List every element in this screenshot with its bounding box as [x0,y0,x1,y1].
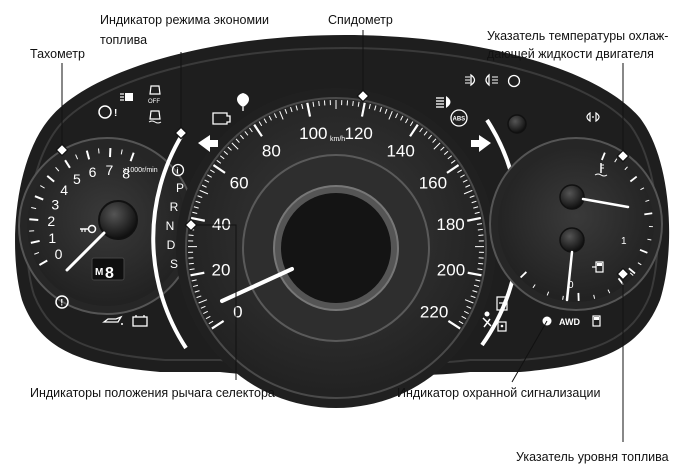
speedometer-tick-label: 120 [345,124,373,143]
speedometer-unit-label: km/h [330,136,345,143]
temp-fuel-dial: 1 0 [490,138,662,310]
fuel-gauge-hub [560,228,584,252]
gear-selector-letter: N [166,219,175,233]
tachometer-tick [29,219,38,220]
parking-brake-light-icon [120,93,133,101]
svg-text:i: i [176,166,178,175]
speedometer-tick-label: 100 [299,124,327,143]
gear-display-prefix: M [95,267,103,278]
gear-display-digit: 8 [105,265,114,282]
speedometer-tick-label: 220 [420,303,448,322]
tachometer-tick [99,148,100,153]
fuel-level-callout: Указатель уровня топлива [516,450,669,465]
speedometer-tick [478,263,483,264]
temp-fuel-tick [563,296,564,300]
indicator-knob [508,115,526,133]
gear-selector-letter: P [176,181,184,195]
gear-position-callout: Индикаторы положения рычага селектора [30,386,275,401]
tachometer-tick-label: 6 [89,164,97,180]
vsa-off-label: OFF [148,99,160,105]
speedometer-tick [319,101,320,106]
svg-text:ABS: ABS [453,117,466,123]
coolant-temp-callout-line2: дающей жидкости двигателя [487,47,654,62]
gear-selector-letter: D [167,238,176,252]
tachometer-unit-label: x1000r/min [123,167,158,174]
tachometer-tick-label: 4 [60,182,68,198]
speedometer-tick [478,229,483,230]
eco-mode-callout-line2: топлива [100,33,147,48]
speedometer-tick [353,101,354,106]
coolant-temp-callout-line1: Указатель температуры охлаж- [487,29,668,44]
tachometer-tick-label: 5 [73,171,81,187]
temp-fuel-tick [644,213,652,214]
speedometer-tick-label: 180 [436,215,464,234]
abs-icon: ABS [451,110,467,126]
speedometer-tick-label: 20 [212,261,231,280]
eco-mode-callout-line1: Индикатор режима экономии [100,13,269,28]
temperature-gauge-hub [560,185,584,209]
tachometer-tick-label: 3 [51,197,59,213]
fuel-full-label: 1 [621,236,627,247]
speedometer-center-screen [281,193,391,303]
tachometer-callout: Тахометр [30,47,85,62]
speedometer-tick-label: 80 [262,141,281,160]
tachometer-tick-label: 2 [47,213,55,229]
tachometer-tick-label: 0 [55,246,63,262]
gear-selector-letter: R [170,200,179,214]
speedometer-tick-label: 0 [233,303,242,322]
gear-selector-letter: S [170,257,178,271]
tachometer-tick-label: 1 [48,230,56,246]
speedometer-tick-label: 60 [230,173,249,192]
speedometer-tick-label: 160 [419,173,447,192]
security-alarm-callout: Индикатор охранной сигнализации [397,386,600,401]
svg-text:!: ! [114,108,117,119]
speedometer-tick [189,263,194,264]
speedometer-tick-label: 200 [437,261,465,280]
speedometer-callout: Спидометр [328,13,393,28]
speedometer-tick-label: 140 [386,141,414,160]
awd-indicator: AWD [559,317,580,327]
svg-text:!: ! [60,298,63,308]
tachometer-tick-label: 7 [106,162,114,178]
